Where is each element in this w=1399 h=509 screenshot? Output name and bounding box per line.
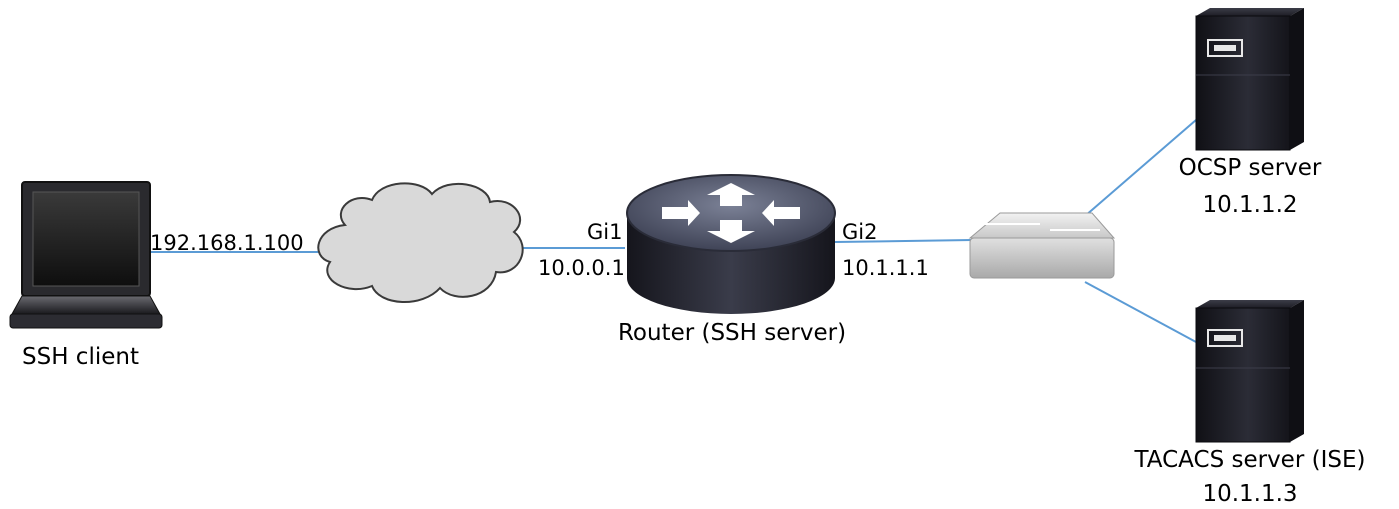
ocsp-ip-label: 10.1.1.2	[1202, 192, 1298, 218]
laptop-icon	[9, 181, 163, 329]
router-name-label: Router (SSH server)	[617, 320, 847, 346]
tacacs-ip-label: 10.1.1.3	[1202, 481, 1298, 507]
network-links	[150, 119, 1197, 343]
client-name-label: SSH client	[22, 344, 139, 370]
link-switch-ocsp	[1084, 119, 1197, 217]
link-switch-tacacs	[1084, 281, 1197, 343]
server-icon-ocsp	[1195, 8, 1304, 151]
server-icon-tacacs	[1195, 300, 1304, 443]
gi2-ip-label: 10.1.1.1	[842, 256, 929, 280]
link-router-switch	[834, 239, 973, 243]
gi1-name-label: Gi1	[587, 220, 623, 244]
ocsp-name-label: OCSP server	[1178, 155, 1322, 181]
gi1-ip-label: 10.0.0.1	[538, 256, 625, 280]
cloud-icon	[317, 182, 524, 303]
client-ip-label: 192.168.1.100	[150, 231, 304, 255]
router-icon	[626, 174, 836, 314]
tacacs-name-label: TACACS server (ISE)	[1134, 447, 1366, 473]
gi2-name-label: Gi2	[842, 220, 878, 244]
switch-icon	[968, 212, 1116, 279]
